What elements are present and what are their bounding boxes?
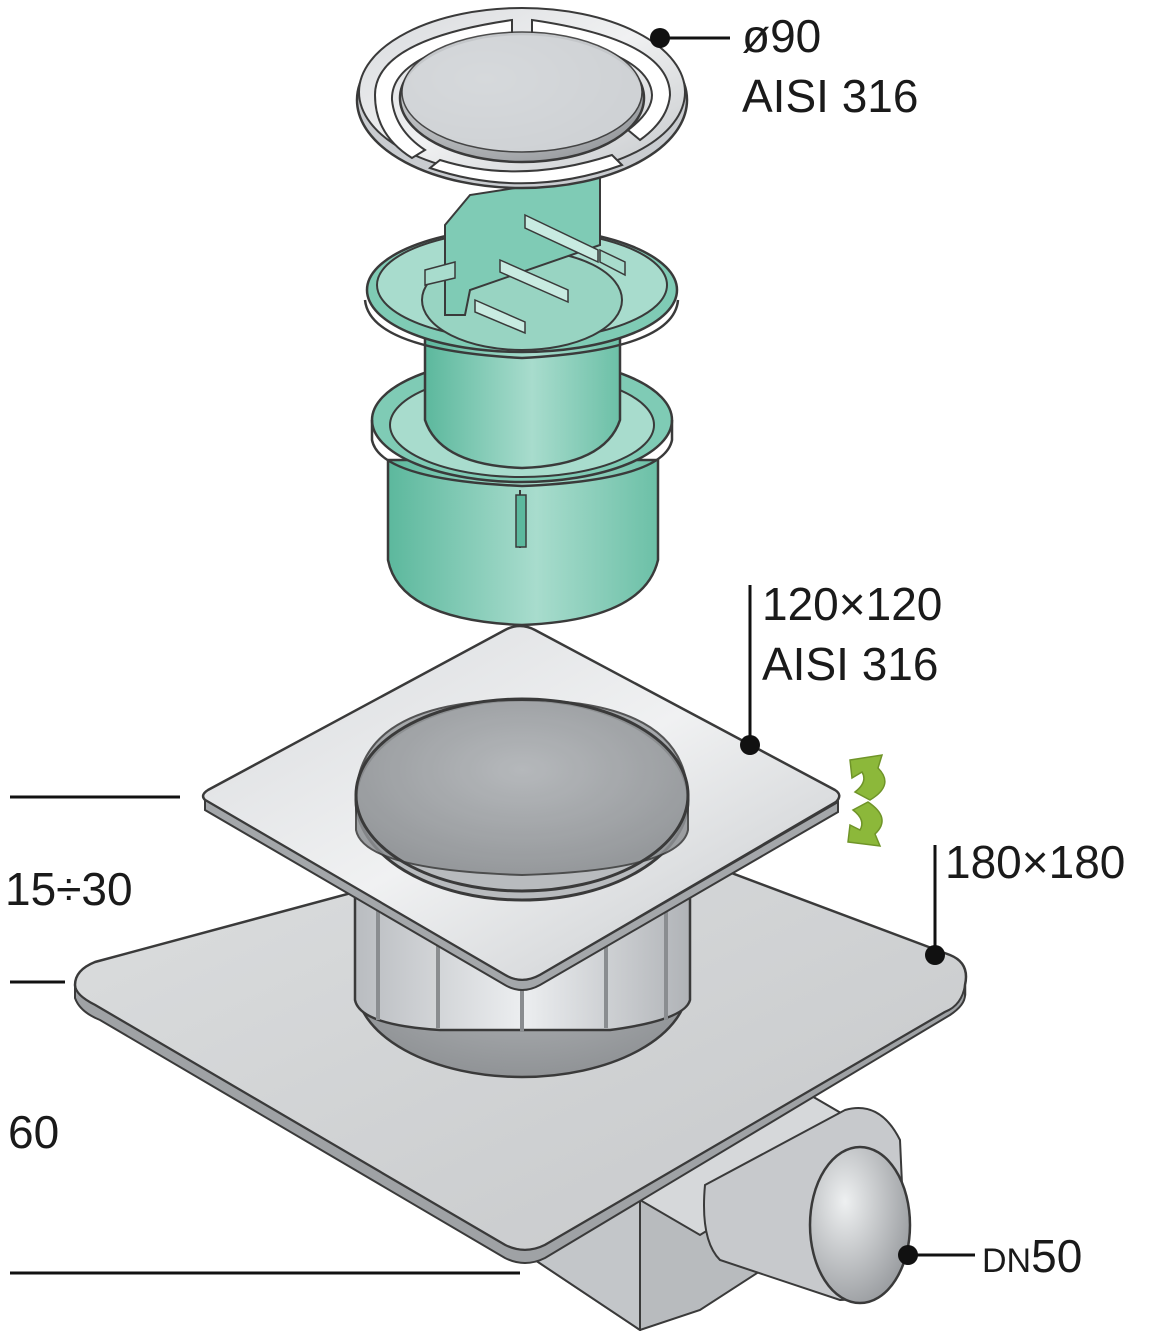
round-grate [355, 7, 689, 190]
frame-material-label: AISI 316 [762, 638, 938, 690]
grate-material-label: AISI 316 [742, 70, 918, 122]
outlet-size: 50 [1031, 1230, 1082, 1282]
square-frame [201, 624, 841, 991]
rotate-arrows-icon [847, 754, 886, 847]
grate-diameter-label: ø90 [742, 10, 821, 62]
outlet-pipe-end [808, 1145, 912, 1305]
outlet-prefix: DN [982, 1242, 1031, 1280]
base-size-label: 180×180 [945, 836, 1125, 888]
odor-trap-insert [363, 173, 680, 470]
body-height-label: 60 [8, 1106, 59, 1158]
frame-size-label: 120×120 [762, 578, 942, 630]
height-range-label: 15÷30 [5, 863, 133, 915]
callouts [10, 28, 975, 1275]
outlet-label: DN50 [982, 1230, 1082, 1282]
